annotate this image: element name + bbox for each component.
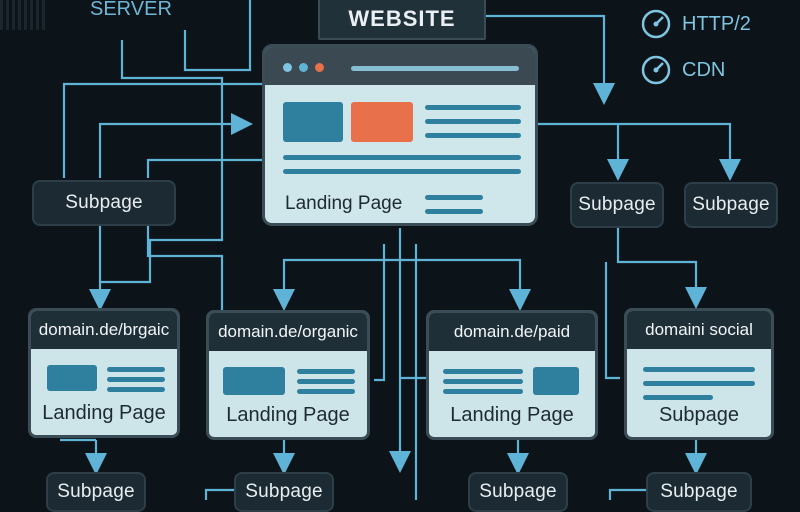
text-line [283,155,521,160]
gauge-icon [641,9,671,39]
window-dot [315,63,324,72]
text-line [107,367,165,372]
legend-http2: HTTP/2 [640,8,751,40]
text-line [283,169,521,174]
card-url: domain.de/paid [429,313,595,351]
text-line [425,195,483,200]
card-title: Landing Page [42,402,166,424]
subpage-node: Subpage [570,182,664,228]
gauge-icon [641,55,671,85]
window-dot [299,63,308,72]
address-bar [351,66,519,71]
landing-card-brgaic: domain.de/brgaic Landing Page [28,308,180,438]
content-block [47,365,97,391]
main-landing-page-card: Landing Page [262,44,538,226]
window-dot [283,63,292,72]
text-line [107,387,165,392]
text-line [443,369,523,374]
connector-lines [60,0,741,500]
card-url: domaini social [627,311,771,349]
landing-card-organic: domain.de/organic Landing Page [206,310,370,440]
landing-card-social: domaini social Subpage [624,308,774,440]
card-title: Landing Page [450,404,574,426]
legend-label: HTTP/2 [682,12,751,35]
subpage-node: Subpage [234,472,334,512]
subpage-node: Subpage [32,180,176,226]
card-title: Landing Page [226,404,350,426]
card-url: domain.de/organic [209,313,367,351]
text-line [443,389,523,394]
text-line [297,369,355,374]
text-line [643,381,755,386]
content-block [533,367,579,395]
text-line [425,119,521,124]
subpage-node: Subpage [468,472,568,512]
main-page-title: Landing Page [285,193,403,214]
card-url: domain.de/brgaic [31,311,177,349]
subpage-node: Subpage [684,182,778,228]
card-title: Subpage [658,404,740,426]
legend-label: CDN [682,58,726,81]
server-label: SERVER [90,0,172,20]
content-block [283,102,343,142]
text-line [643,395,713,400]
content-block [223,367,285,395]
text-line [643,367,755,372]
text-line [297,379,355,384]
subpage-node: Subpage [646,472,752,512]
text-line [425,133,521,138]
subpage-node: Subpage [46,472,146,512]
text-line [425,209,483,214]
content-block [351,102,413,142]
website-title: WEBSITE [318,0,486,40]
server-rack-decoration [0,0,46,30]
legend-cdn: CDN [640,54,725,86]
text-line [443,379,523,384]
text-line [107,377,165,382]
browser-chrome [265,47,535,85]
site-architecture-diagram: SERVER WEBSITE HTTP/2 CDN [0,0,778,512]
text-line [297,389,355,394]
text-line [425,105,521,110]
landing-card-paid: domain.de/paid Landing Page [426,310,598,440]
